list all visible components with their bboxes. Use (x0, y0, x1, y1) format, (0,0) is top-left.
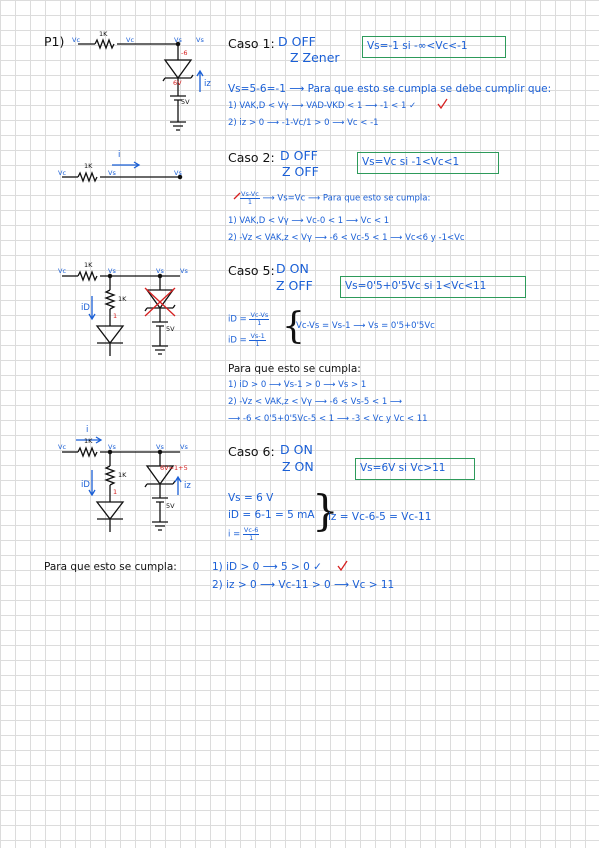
node-label-vc: Vc (58, 169, 67, 177)
caso-5-result-box (340, 276, 526, 298)
caso-1-condition-1: 1) VAK,D < Vγ ⟶ VAD-VKD < 1 ⟶ -1 < 1 ✓ (228, 101, 417, 111)
caso-2-title: Caso 2: (228, 150, 275, 165)
caso-6-line-1: Vs = 6 V (228, 492, 274, 504)
node-label-vs: Vs (174, 36, 182, 44)
current-label: iD (81, 303, 90, 313)
caso-5-equation: Vc-Vs = Vs-1 ⟶ Vs = 0'5+0'5Vc (296, 321, 435, 331)
node-label-vc: Vc (126, 36, 135, 44)
curly-brace: } (312, 486, 339, 535)
caso-5-result: Vs=0'5+0'5Vc si 1<Vc<11 (345, 280, 487, 292)
caso-6-diode-state: D ON (280, 442, 313, 457)
source-label: 5V (166, 325, 175, 333)
current-label: iz (184, 481, 191, 491)
node-label-vs: Vs (196, 36, 204, 44)
resistor-label: 1K (99, 30, 108, 38)
caso-6-result: Vs=6V si Vc>11 (360, 462, 446, 474)
node-label-vc: Vc (58, 267, 67, 275)
caso-1-result-box (362, 36, 506, 58)
node-label-vc: Vc (58, 443, 67, 451)
caso-2-zener-state: Z OFF (282, 164, 319, 179)
node-label-vs: Vs (180, 443, 188, 451)
caso-6-zener-state: Z ON (282, 459, 314, 474)
red-annotation: 1 (113, 312, 118, 320)
caso-2-condition-2: 2) -Vz < VAK,z < Vγ ⟶ -6 < Vc-5 < 1 ⟶ Vc… (228, 233, 465, 243)
red-annotation: -6 (181, 49, 188, 57)
resistor-label: 1K (84, 261, 93, 269)
resistor-label: 1K (118, 295, 127, 303)
caso-5-zener-state: Z OFF (276, 278, 313, 293)
caso-2-result: Vs=Vc si -1<Vc<1 (362, 156, 460, 168)
node-label-vs: Vs (180, 267, 188, 275)
node-label-vs: Vs (156, 443, 164, 451)
node-label-vs: Vs (108, 443, 116, 451)
caso-5-condition-2: 2) -Vz < VAK,z < Vγ ⟶ -6 < Vs-5 < 1 ⟶ (228, 397, 403, 407)
current-label: iz (204, 79, 211, 89)
red-annotation: 6V=1+5 (160, 464, 188, 472)
caso-1-title: Caso 1: (228, 36, 275, 51)
caso-5-condition-heading: Para que esto se cumpla: (228, 363, 361, 375)
fraction-numerator: Vc-6 (242, 526, 260, 535)
zener-symbol (163, 59, 193, 80)
fraction-numerator: Vc-Vs (249, 311, 270, 320)
caso-1-diode-state: D OFF (278, 34, 316, 49)
caso-1-zener-state: Z Zener (290, 50, 340, 65)
fraction-denominator: 1 (255, 339, 260, 348)
caso-2-equation: ⟶ Vs=Vc ⟶ Para que esto se cumpla: (262, 193, 431, 204)
fraction-numerator: Vs-Vc (240, 190, 260, 199)
red-annotation: 1 (113, 488, 118, 496)
current-label: i (86, 425, 89, 435)
source-label: 5V (181, 98, 190, 106)
caso-5-title: Caso 5: (228, 263, 275, 278)
caso-6-condition-1: 1) iD > 0 ⟶ 5 > 0 ✓ (212, 561, 322, 573)
caso-1-condition-2: 2) iz > 0 ⟶ -1-Vc/1 > 0 ⟶ Vc < -1 (228, 118, 379, 128)
node-label-vs: Vs (174, 169, 182, 177)
red-annotation: 6V (173, 79, 182, 87)
source-label: 5V (166, 502, 175, 510)
caso-6-line-2: iD = 6-1 = 5 mA (228, 509, 315, 521)
fraction-numerator: Vs-1 (249, 332, 266, 341)
node-label-vc: Vc (72, 36, 81, 44)
caso-1-equation: Vs=5-6=-1 ⟶ Para que esto se cumpla se d… (228, 83, 552, 95)
node-label-vs: Vs (108, 169, 116, 177)
caso-6-title: Caso 6: (228, 444, 275, 459)
caso-2-result-box (357, 152, 499, 174)
caso-2-condition-1: 1) VAK,D < Vγ ⟶ Vc-0 < 1 ⟶ Vc < 1 (228, 216, 390, 226)
current-label: iD (81, 480, 90, 490)
fraction-denominator: 1 (247, 197, 252, 206)
resistor-label: 1K (84, 162, 93, 170)
problem-label: P1) (44, 34, 65, 49)
resistor-label: 1K (118, 471, 127, 479)
resistor-1k (94, 38, 115, 50)
caso-1-result: Vs=-1 si -∞<Vc<-1 (367, 40, 468, 52)
caso-6-condition-2: 2) iz > 0 ⟶ Vc-11 > 0 ⟶ Vc > 11 (212, 579, 395, 591)
caso-6-condition-heading: Para que esto se cumpla: (44, 561, 177, 573)
node-label-vs: Vs (108, 267, 116, 275)
caso-5-condition-3: ⟶ -6 < 0'5+0'5Vc-5 < 1 ⟶ -3 < Vc y Vc < … (228, 414, 428, 424)
caso-6-equation: iz = Vc-6-5 = Vc-11 (328, 511, 432, 523)
caso-2-diode-state: D OFF (280, 148, 318, 163)
current-label: i (118, 150, 121, 160)
ground-symbol (170, 121, 186, 131)
node-label-vs: Vs (156, 267, 164, 275)
fraction-denominator: 1 (257, 318, 262, 327)
caso-5-condition-1: 1) iD > 0 ⟶ Vs-1 > 0 ⟶ Vs > 1 (228, 380, 367, 390)
curly-brace: { (282, 306, 305, 347)
resistor-label: 1K (84, 437, 93, 445)
fraction-denominator: 1 (249, 533, 254, 542)
caso-6-result-box (355, 458, 475, 480)
caso-5-diode-state: D ON (276, 261, 309, 276)
